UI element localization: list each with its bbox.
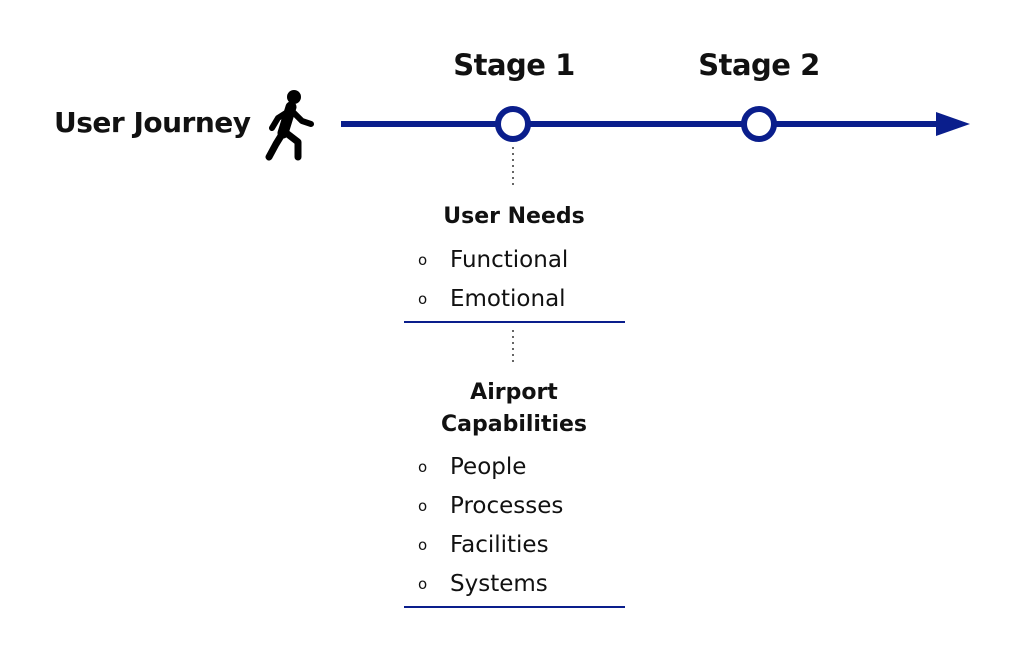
bullet-marker: o xyxy=(418,458,428,476)
list-item-label: Processes xyxy=(450,493,564,519)
list-item: o Systems xyxy=(418,569,548,599)
heading-line-2: Capabilities xyxy=(440,412,588,437)
bullet-marker: o xyxy=(418,497,428,515)
list-item-label: Systems xyxy=(450,571,548,597)
airport-capabilities-heading: Airport Capabilities xyxy=(441,377,587,441)
list-item: o Processes xyxy=(418,491,563,521)
bullet-marker: o xyxy=(418,536,428,554)
bullet-marker: o xyxy=(418,251,428,269)
list-item: o Facilities xyxy=(418,530,549,560)
list-item: o Emotional xyxy=(418,284,566,314)
stage-2-node xyxy=(741,106,777,142)
user-needs-heading: User Needs xyxy=(443,204,585,229)
journey-label: User Journey xyxy=(54,106,251,139)
stage-2-label: Stage 2 xyxy=(698,48,820,82)
list-item: o People xyxy=(418,452,526,482)
stage-1-label: Stage 1 xyxy=(453,48,575,82)
heading-line-1: Airport xyxy=(470,380,558,405)
list-item: o Functional xyxy=(418,245,568,275)
list-item-label: People xyxy=(450,454,527,480)
journey-arrowhead xyxy=(936,112,970,136)
list-item-label: Emotional xyxy=(450,286,566,312)
stage-1-node xyxy=(495,106,531,142)
list-item-label: Functional xyxy=(450,247,569,273)
person-walking-icon xyxy=(265,90,314,161)
bullet-marker: o xyxy=(418,290,428,308)
bullet-marker: o xyxy=(418,575,428,593)
list-item-label: Facilities xyxy=(450,532,549,558)
